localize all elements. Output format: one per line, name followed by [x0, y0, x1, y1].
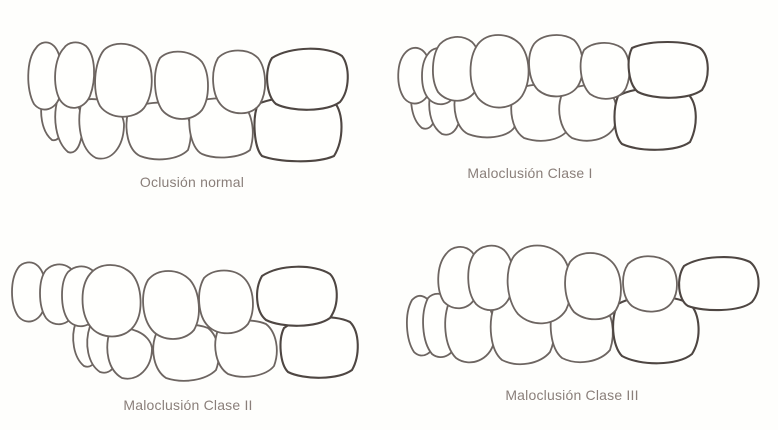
upper-tooth — [55, 42, 94, 108]
upper-tooth — [508, 246, 571, 324]
panel-maloclusion-clase-i: Maloclusión Clase I — [398, 35, 708, 181]
upper-tooth — [565, 253, 621, 319]
upper-tooth — [623, 256, 677, 311]
upper-arch — [28, 42, 348, 119]
upper-molar — [257, 267, 337, 326]
panel-caption: Maloclusión Clase II — [123, 397, 252, 413]
upper-tooth — [155, 52, 208, 119]
panel-caption: Maloclusión Clase I — [467, 165, 592, 181]
upper-tooth — [468, 246, 513, 310]
panel-caption: Maloclusión Clase III — [505, 387, 638, 403]
panel-oclusion-normal: Oclusión normal — [28, 42, 348, 190]
panel-caption: Oclusión normal — [140, 174, 244, 190]
upper-tooth — [581, 43, 630, 99]
panel-maloclusion-clase-iii: Maloclusión Clase III — [407, 246, 759, 404]
upper-tooth — [95, 44, 152, 117]
upper-molar — [629, 42, 708, 98]
upper-molar — [679, 257, 759, 310]
upper-tooth — [213, 51, 265, 114]
upper-arch — [398, 35, 708, 108]
upper-tooth — [83, 265, 141, 337]
upper-tooth — [199, 271, 253, 334]
upper-tooth — [529, 35, 583, 96]
panel-maloclusion-clase-ii: Maloclusión Clase II — [12, 262, 358, 413]
upper-tooth — [143, 271, 199, 339]
upper-tooth — [471, 35, 529, 108]
upper-molar — [267, 49, 348, 110]
